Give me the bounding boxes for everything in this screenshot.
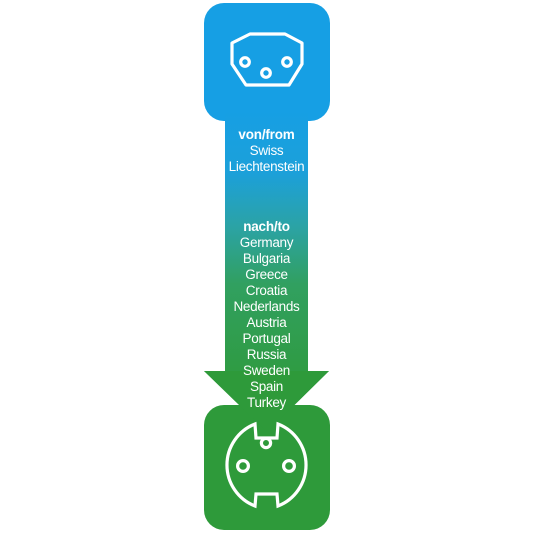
schuko-type-f-socket-icon	[225, 421, 308, 509]
target-plug-box	[204, 405, 330, 530]
to-country: Portugal	[242, 331, 291, 346]
from-heading: von/from	[238, 127, 295, 142]
to-country: Bulgaria	[242, 251, 291, 266]
to-country: Sweden	[243, 363, 290, 378]
source-plug-box	[204, 3, 330, 121]
from-section: von/from Swiss Liechtenstein	[211, 127, 322, 175]
to-country: Nederlands	[233, 299, 300, 314]
to-country: Russia	[246, 347, 287, 362]
to-country: Turkey	[247, 395, 286, 410]
swiss-type-j-socket-icon	[230, 32, 304, 87]
arrow-tip	[204, 371, 329, 432]
to-country: Greece	[245, 267, 288, 282]
to-heading: nach/to	[243, 219, 290, 234]
from-country: Liechtenstein	[228, 159, 305, 174]
from-country: Swiss	[249, 143, 284, 158]
direction-arrow	[204, 110, 329, 432]
to-country: Spain	[249, 379, 284, 394]
to-country: Germany	[239, 235, 294, 250]
to-country: Croatia	[245, 283, 288, 298]
to-section: nach/to Germany Bulgaria Greece Croatia …	[211, 219, 322, 411]
to-country: Austria	[246, 315, 287, 330]
